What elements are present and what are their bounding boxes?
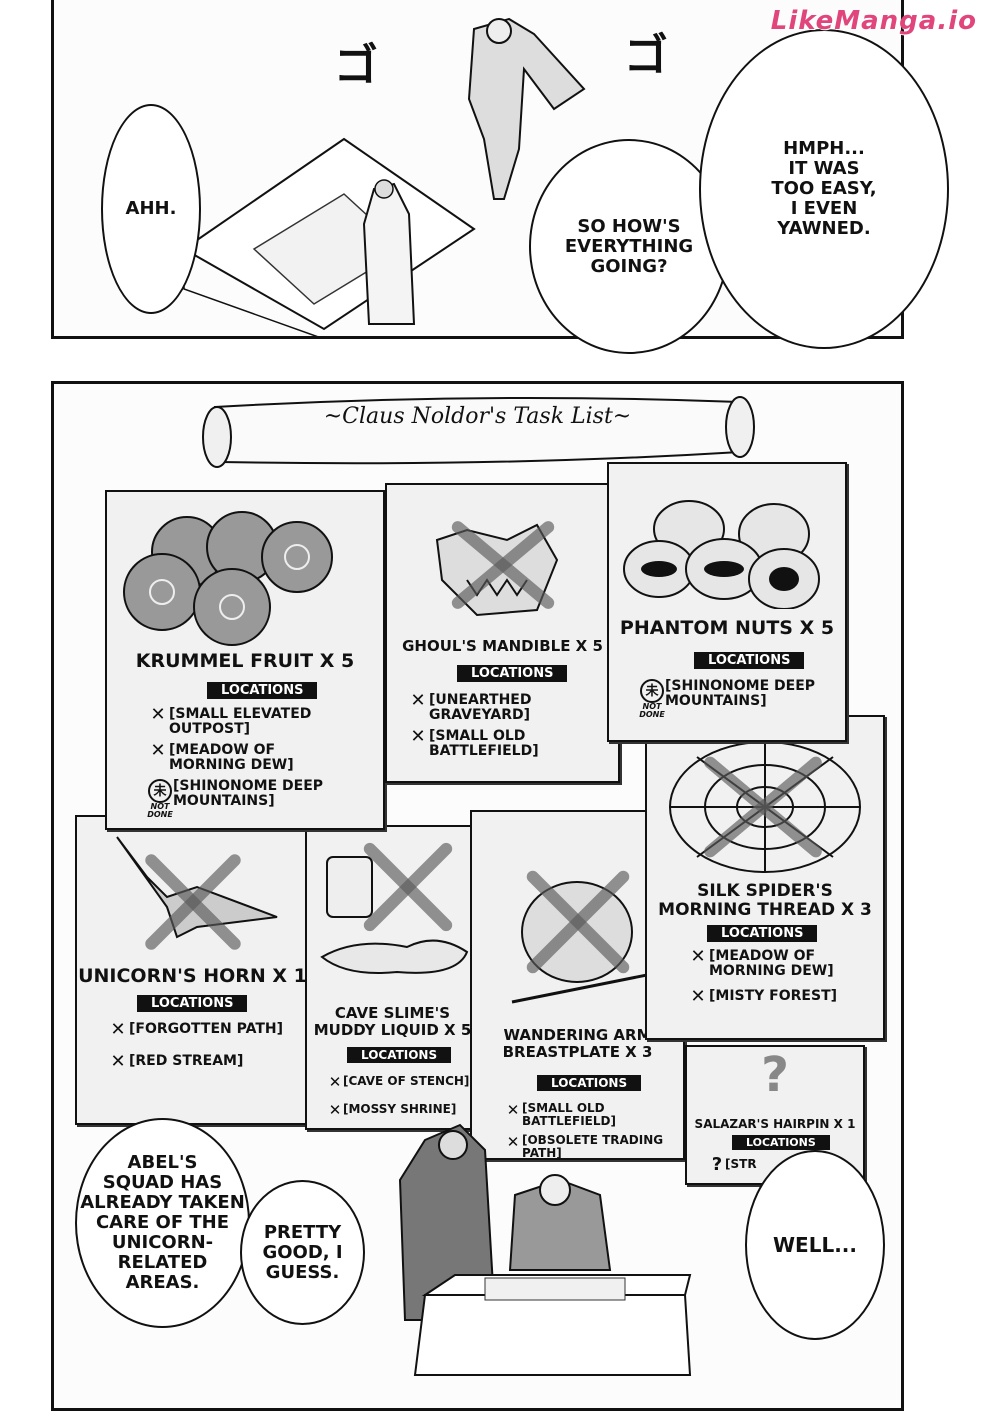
poster-title: GHOUL'S MANDIBLE X 5	[402, 637, 603, 655]
poster-title: CAVE SLIME'S MUDDY LIQUID X 5	[313, 1004, 472, 1039]
poster-title: WANDERING ARM BREASTPLATE X 3	[502, 1026, 653, 1061]
speech-bubble-well: WELL...	[745, 1150, 885, 1340]
locations-label: LOCATIONS	[694, 652, 805, 669]
check-x-icon: ✕	[110, 1051, 126, 1072]
locations-label: LOCATIONS	[137, 995, 248, 1012]
locations-label: LOCATIONS	[347, 1047, 452, 1063]
check-x-icon: ✕	[150, 704, 166, 725]
locations-label: LOCATIONS	[207, 682, 318, 699]
speech-bubble-abels-squad: ABEL'S SQUAD HAS ALREADY TAKEN CARE OF T…	[75, 1118, 250, 1328]
location-item: ✕[SMALL ELEVATED OUTPOST]	[147, 704, 323, 737]
not-done-label: NOT DONE	[639, 702, 665, 719]
location-item: ✕[RED STREAM]	[107, 1051, 283, 1072]
location-text: [MEADOW OF MORNING DEW]	[709, 948, 834, 979]
check-x-icon: ✕	[410, 726, 426, 747]
check-x-icon: ✕	[690, 946, 706, 967]
phantom-nuts-art	[623, 500, 820, 609]
check-x-icon: ✕	[328, 1073, 342, 1091]
location-text: [FORGOTTEN PATH]	[129, 1021, 283, 1037]
location-text: [SHINONOME DEEP MOUNTAINS]	[173, 778, 324, 809]
location-item: ✕[MOSSY SHRINE]	[327, 1102, 469, 1118]
location-text: [SMALL OLD BATTLEFIELD]	[522, 1101, 616, 1128]
location-text: [SMALL OLD BATTLEFIELD]	[429, 728, 539, 759]
location-text: [MOSSY SHRINE]	[343, 1102, 457, 1116]
check-x-icon: ✕	[410, 690, 426, 711]
location-text: [STR	[725, 1157, 757, 1171]
sfx-go-2: ゴ	[624, 30, 668, 81]
speech-bubble-pretty-good: PRETTY GOOD, I GUESS.	[240, 1180, 365, 1325]
locations-label: LOCATIONS	[457, 665, 568, 682]
watermark: LikeManga.io	[770, 6, 977, 36]
locations-label: LOCATIONS	[707, 925, 818, 942]
locations-label: LOCATIONS	[732, 1135, 830, 1150]
location-text: [RED STREAM]	[129, 1053, 244, 1069]
location-list: ✕[SMALL OLD BATTLEFIELD] ✕[OBSOLETE TRAD…	[504, 1102, 663, 1166]
location-text: [SHINONOME DEEP MOUNTAINS]	[665, 678, 816, 709]
check-x-icon: ✕	[506, 1133, 520, 1151]
location-list: ✕[MEADOW OF MORNING DEW] ✕[MISTY FOREST]	[687, 946, 838, 1011]
scroll-shape	[202, 396, 755, 468]
location-text: [MISTY FOREST]	[709, 988, 838, 1004]
location-text: [SMALL ELEVATED OUTPOST]	[169, 706, 312, 737]
location-item: ✕[UNEARTHED GRAVEYARD]	[407, 690, 539, 723]
location-item: ✕[FORGOTTEN PATH]	[107, 1019, 283, 1040]
location-item: ✕[OBSOLETE TRADING PATH]	[504, 1134, 663, 1160]
sfx-go-1: ゴ	[334, 40, 378, 91]
knight-character	[467, 17, 586, 200]
location-list: ✕[UNEARTHED GRAVEYARD] ✕[SMALL OLD BATTL…	[407, 690, 539, 765]
check-x-icon: ✕	[328, 1101, 342, 1119]
check-x-icon: ✕	[150, 740, 166, 761]
slime-jar-art	[320, 856, 469, 974]
poster-ghouls-mandible: GHOUL'S MANDIBLE X 5 LOCATIONS ✕[UNEARTH…	[385, 483, 620, 783]
unknown-status-icon: ?	[711, 1154, 723, 1175]
poster-title: PHANTOM NUTS X 5	[619, 617, 835, 639]
poster-cave-slime: CAVE SLIME'S MUDDY LIQUID X 5 LOCATIONS …	[305, 825, 480, 1130]
not-done-label: NOT DONE	[147, 802, 173, 819]
speech-bubble-ahh: AHH.	[101, 104, 201, 314]
bottom-table-scene	[398, 1123, 692, 1376]
check-x-icon: ✕	[110, 1019, 126, 1040]
poster-title: UNICORN'S HORN X 1	[78, 965, 307, 987]
location-text: [MEADOW OF MORNING DEW]	[169, 742, 294, 773]
task-list-title: ~Claus Noldor's Task List~	[323, 404, 632, 429]
locations-label: LOCATIONS	[537, 1075, 642, 1091]
poster-krummel-fruit: KRUMMEL FRUIT X 5 LOCATIONS ✕[SMALL ELEV…	[105, 490, 385, 830]
location-item: ?[STR	[709, 1154, 757, 1175]
task-list-scroll-banner: ~Claus Noldor's Task List~	[195, 382, 760, 472]
location-text: [UNEARTHED GRAVEYARD]	[429, 692, 532, 723]
cloaked-figure	[362, 179, 416, 325]
unicorn-art	[116, 836, 278, 939]
location-list: ✕[SMALL ELEVATED OUTPOST] ✕[MEADOW OF MO…	[147, 704, 323, 825]
speech-bubble-hmph: HMPH... IT WAS TOO EASY, I EVEN YAWNED.	[699, 29, 949, 349]
check-x-icon: ✕	[506, 1101, 520, 1119]
location-item: ✕[SMALL OLD BATTLEFIELD]	[504, 1102, 663, 1128]
poster-title: KRUMMEL FRUIT X 5	[135, 650, 355, 672]
poster-unicorns-horn: UNICORN'S HORN X 1 LOCATIONS ✕[FORGOTTEN…	[75, 815, 310, 1125]
panel-1: ゴ ゴ AHH. SO HOW'S EVERYTHING GOING? HMPH…	[51, 0, 949, 354]
location-list: ✕[CAVE OF STENCH] ✕[MOSSY SHRINE]	[327, 1073, 470, 1124]
location-list: ✕[FORGOTTEN PATH] ✕[RED STREAM]	[107, 1019, 283, 1076]
location-item: ✕[MISTY FOREST]	[687, 986, 838, 1007]
krummel-fruit-art	[123, 511, 333, 646]
check-x-icon: ✕	[690, 986, 706, 1007]
location-text: [CAVE OF STENCH]	[343, 1074, 470, 1088]
location-item: ✕[MEADOW OF MORNING DEW]	[147, 740, 323, 773]
poster-title: SALAZAR'S HAIRPIN X 1	[694, 1117, 856, 1131]
location-text: [OBSOLETE TRADING PATH]	[522, 1133, 664, 1160]
location-item: ✕[CAVE OF STENCH]	[327, 1073, 470, 1091]
poster-silk-spider: SILK SPIDER'S MORNING THREAD X 3 LOCATIO…	[645, 715, 885, 1040]
poster-title: SILK SPIDER'S MORNING THREAD X 3	[658, 881, 872, 920]
question-mark-art: ?	[761, 1047, 789, 1103]
location-item: ✕[SMALL OLD BATTLEFIELD]	[407, 726, 539, 759]
location-item: ✕[MEADOW OF MORNING DEW]	[687, 946, 837, 979]
location-list: ?[STR	[709, 1154, 757, 1179]
